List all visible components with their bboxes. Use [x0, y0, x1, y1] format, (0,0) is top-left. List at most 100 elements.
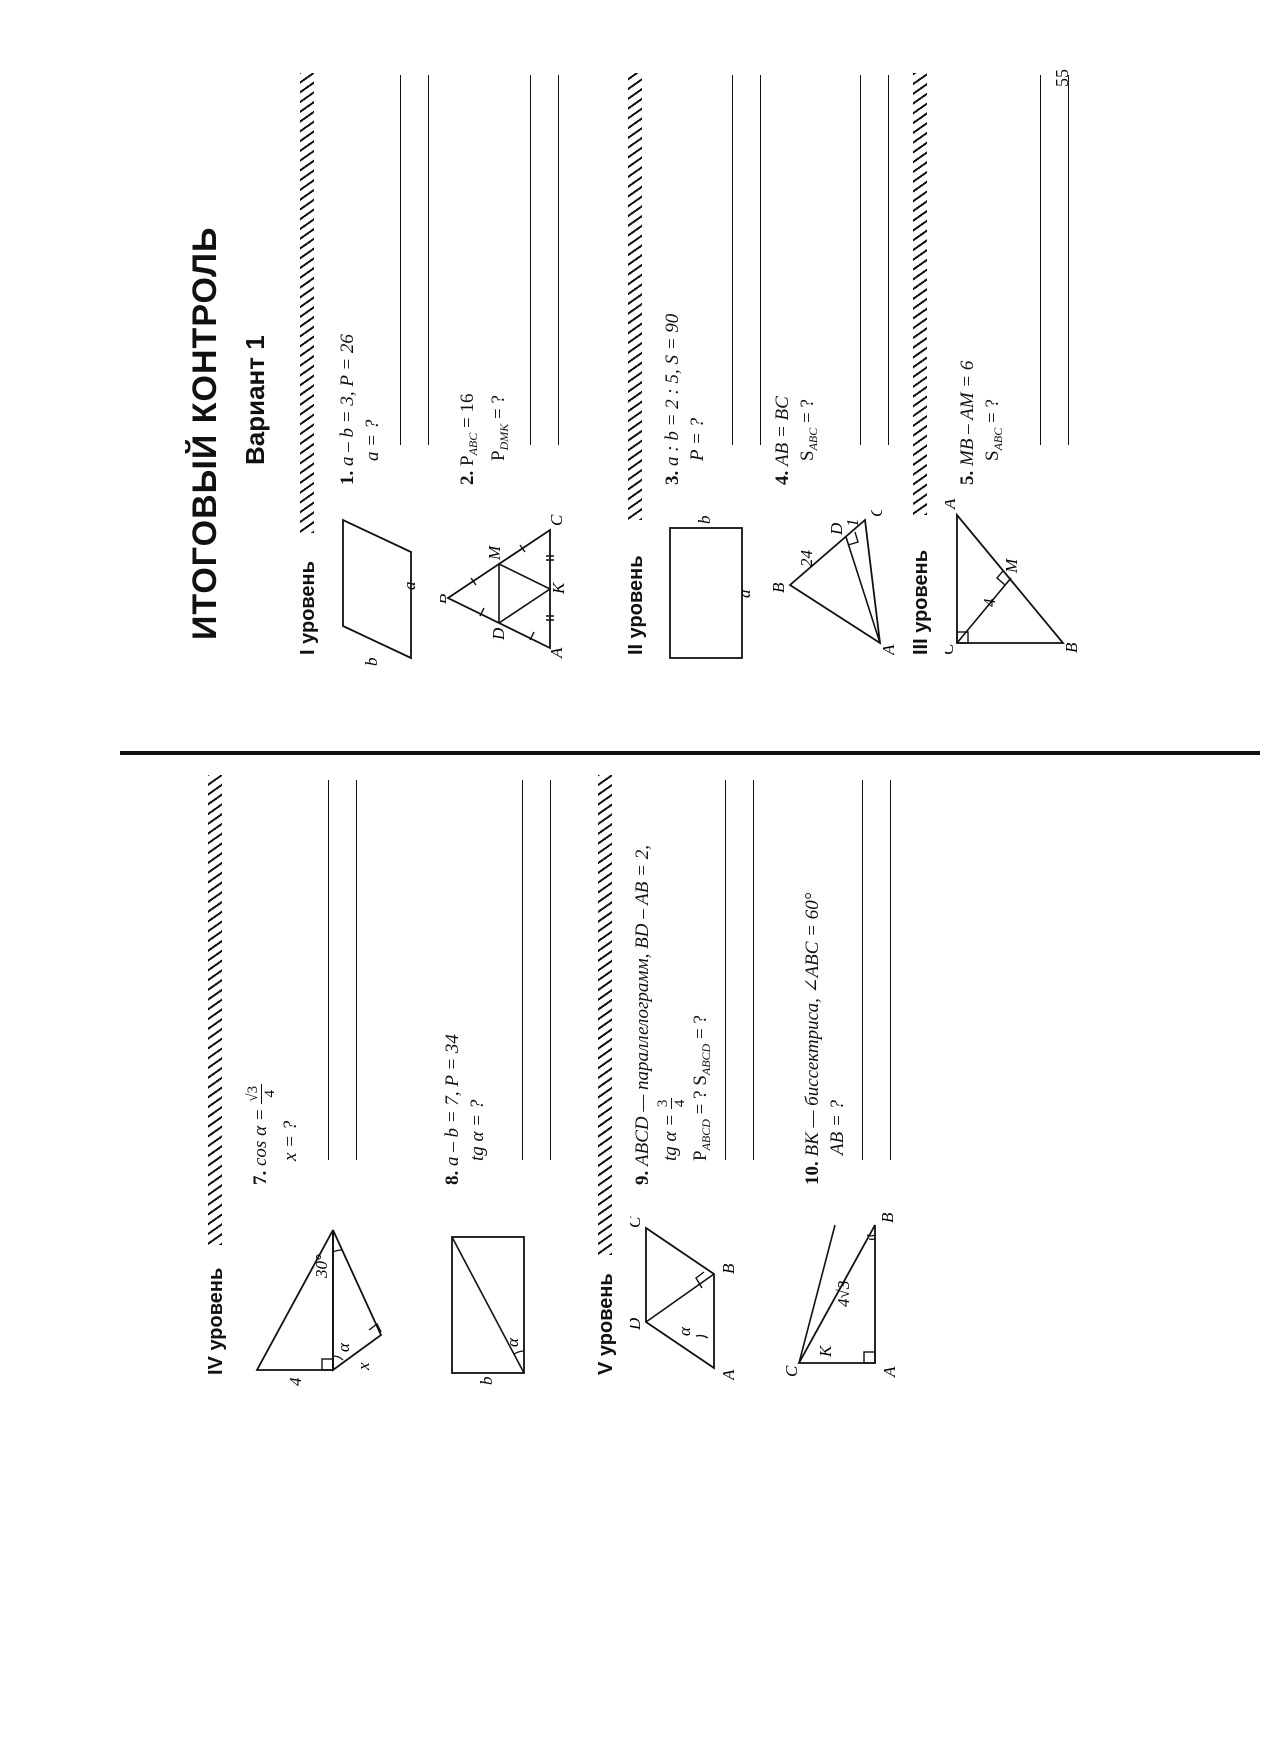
task-1-line-1: a – b = 3, P = 26	[337, 334, 358, 466]
figure-9-label-B: B	[719, 1263, 738, 1274]
task-7-prefix: cos α =	[249, 1103, 271, 1166]
task-5-line-2-sub: ABC	[991, 427, 1005, 451]
task-9-fraction-denominator: 4	[672, 1099, 688, 1108]
task-3-number: 3.	[662, 470, 683, 485]
level-1-hatch	[300, 73, 314, 533]
task-9-line-3-b-sub: ABCD	[699, 1043, 713, 1076]
figure-2-label-B: B	[440, 593, 450, 604]
level-1-header: I уровень	[297, 561, 319, 655]
figure-10-label-A: A	[880, 1366, 899, 1378]
figure-9-label-D: D	[630, 1317, 644, 1331]
answer-line	[753, 780, 754, 1160]
task-8-line-2: tg α = ?	[467, 1099, 488, 1161]
level-3-header: III уровень	[910, 549, 932, 655]
figure-1-parallelogram: a b	[342, 518, 419, 666]
variant-title: Вариант 1	[240, 335, 270, 465]
answer-line	[1068, 75, 1069, 445]
task-7-fraction-denominator: 4	[262, 1090, 278, 1098]
task-9: 9. ABCD — параллелограмм, BD – AB = 2, t…	[630, 845, 719, 1185]
task-10-line-2: AB = ?	[827, 1099, 848, 1155]
answer-line	[1040, 75, 1041, 445]
figure-5-label-M: M	[1002, 558, 1021, 574]
task-5-number: 5.	[957, 470, 978, 485]
figure-2-label-K: K	[549, 581, 565, 595]
task-10-line-1: BK — биссектриса, ∠ABC = 60°	[802, 892, 823, 1157]
page-title: ИТОГОВЫЙ КОНТРОЛЬ	[186, 226, 224, 640]
figure-5-label-C: C	[945, 643, 957, 655]
figure-8-label-alpha: α	[503, 1337, 522, 1347]
task-9-line-3-a: P	[690, 1150, 711, 1161]
task-4-line-2-sub: ABC	[806, 427, 820, 451]
figure-4-label-C: C	[867, 510, 886, 517]
figure-3-label-b: b	[695, 516, 714, 525]
task-4-line-2: S	[797, 450, 818, 461]
answer-line	[888, 75, 889, 445]
task-2-line-2-rest: = ?	[488, 395, 509, 424]
figure-8-label-b: b	[477, 1377, 496, 1386]
level-2-hatch	[628, 73, 642, 520]
task-9-line-1: ABCD — параллелограмм, BD – AB = 2,	[632, 845, 653, 1166]
figure-2-label-C: C	[547, 514, 565, 526]
figure-4-label-24: 24	[797, 550, 816, 568]
answer-line	[890, 780, 891, 1160]
answer-line	[550, 780, 551, 1160]
figure-10-label-K: K	[816, 1344, 835, 1358]
figure-10-label-B: B	[878, 1212, 897, 1223]
task-5-line-1: MB – AM = 6	[957, 360, 978, 466]
task-9-line-3-c: = ?	[690, 1015, 711, 1044]
task-10-number: 10.	[802, 1161, 823, 1185]
task-2-line-1: P	[457, 455, 478, 466]
task-2-line-2: P	[488, 450, 509, 461]
level-2-header: II уровень	[625, 555, 647, 656]
figure-4-label-1: 1	[843, 519, 862, 528]
task-8: 8. a – b = 7, P = 34 tg α = ?	[440, 1034, 490, 1185]
figure-8-rectangle: α b	[451, 1236, 525, 1386]
task-1-line-2: a = ?	[362, 419, 383, 461]
answer-line	[428, 75, 429, 445]
answer-line	[328, 780, 329, 1160]
figure-5-label-A: A	[945, 498, 959, 510]
answer-line	[732, 75, 733, 445]
figure-7-triangles: 4 30° α x	[255, 1229, 383, 1386]
answer-line	[522, 780, 523, 1160]
task-7-line-2: x = ?	[280, 1120, 301, 1161]
task-4-number: 4.	[772, 470, 793, 485]
figure-3-rectangle: a b	[669, 516, 754, 659]
task-7-fraction-numerator: √3	[245, 1083, 262, 1104]
answer-line	[760, 75, 761, 445]
figure-2-triangle: A B C D M K	[440, 514, 565, 659]
task-4-line-2-rest: = ?	[797, 399, 818, 428]
task-9-tg-prefix: tg α =	[659, 1109, 681, 1161]
answer-line	[862, 780, 863, 1160]
task-7-number: 7.	[249, 1170, 271, 1185]
figure-9-label-alpha: α	[675, 1326, 694, 1336]
task-3-line-1: a : b = 2 : 5, S = 90	[662, 313, 683, 466]
page-number: 55	[1052, 69, 1072, 87]
task-3-line-2: P = ?	[687, 417, 708, 461]
figure-5-label-4: 4	[980, 598, 999, 607]
task-4-line-1: AB = BC	[772, 396, 793, 466]
task-5-line-2: S	[982, 450, 1003, 461]
task-10: 10. BK — биссектриса, ∠ABC = 60° AB = ?	[800, 893, 850, 1185]
task-3: 3. a : b = 2 : 5, S = 90 P = ?	[660, 314, 710, 485]
figure-5-triangle: C A B M 4	[945, 498, 1080, 655]
figure-10-label-length: 4√3	[834, 1281, 853, 1307]
figure-5-label-B: B	[1062, 642, 1080, 653]
task-2-number: 2.	[457, 470, 478, 485]
figure-7-label-4: 4	[286, 1377, 305, 1386]
answer-line	[356, 780, 357, 1160]
figure-10-label-C: C	[785, 1365, 801, 1377]
figure-10-triangle: A C B K 4√3	[785, 1212, 899, 1378]
figure-7-label-x: x	[354, 1362, 373, 1371]
answer-line	[558, 75, 559, 445]
figure-3-label-a: a	[735, 590, 754, 599]
task-1-number: 1.	[337, 470, 358, 485]
figure-2-label-A: A	[547, 647, 565, 659]
answer-line	[530, 75, 531, 445]
task-9-fraction-numerator: 3	[655, 1097, 672, 1110]
figure-7-label-30: 30°	[312, 1254, 331, 1279]
task-5: 5. MB – AM = 6 SABC = ?	[955, 361, 1011, 485]
